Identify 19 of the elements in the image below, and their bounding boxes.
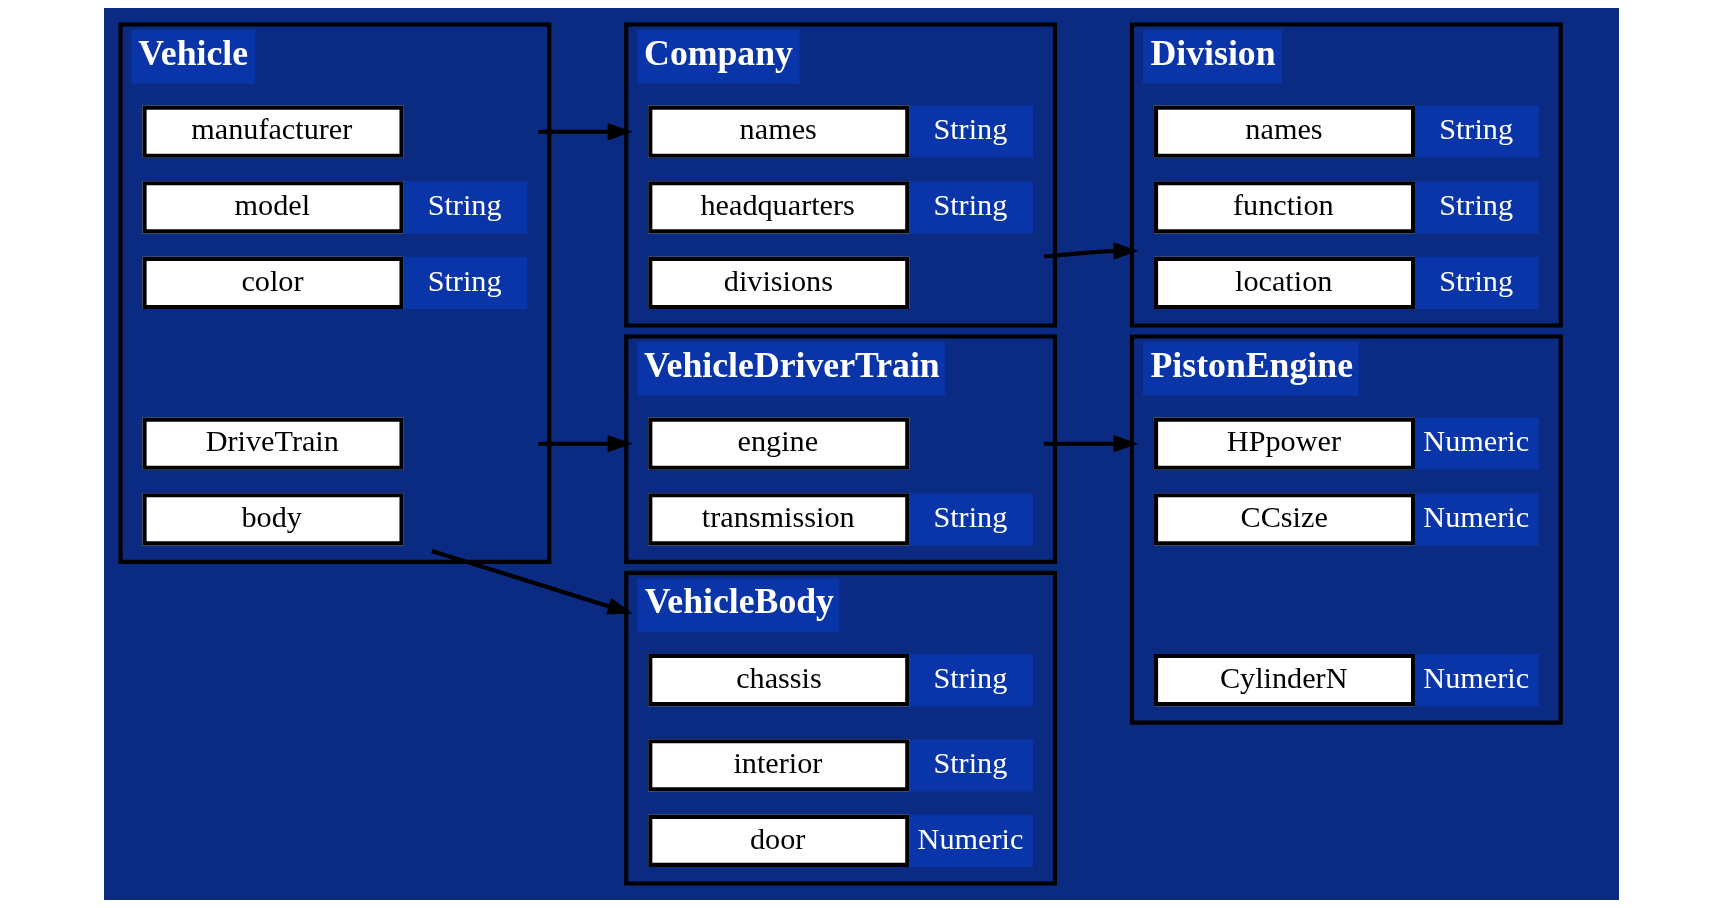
arrow — [430, 548, 632, 615]
node-label: String — [427, 263, 502, 298]
node-label: Numeric — [1422, 499, 1529, 534]
node-label: String — [1438, 112, 1513, 147]
node-label: String — [932, 499, 1007, 534]
node-label: Numeric — [1422, 660, 1529, 695]
node-label: String — [1438, 188, 1513, 223]
node-label: String — [932, 112, 1007, 147]
arrow — [537, 123, 632, 141]
node-label: String — [932, 745, 1007, 780]
arrow — [1043, 242, 1138, 260]
arrow — [537, 435, 632, 453]
node-label: String — [1438, 263, 1513, 298]
node-label: Numeric — [917, 821, 1023, 856]
arrow — [1043, 435, 1138, 453]
node-label: Numeric — [1422, 424, 1529, 459]
node-label: String — [932, 188, 1007, 223]
node-label: String — [932, 660, 1007, 695]
node-label: String — [427, 188, 502, 223]
